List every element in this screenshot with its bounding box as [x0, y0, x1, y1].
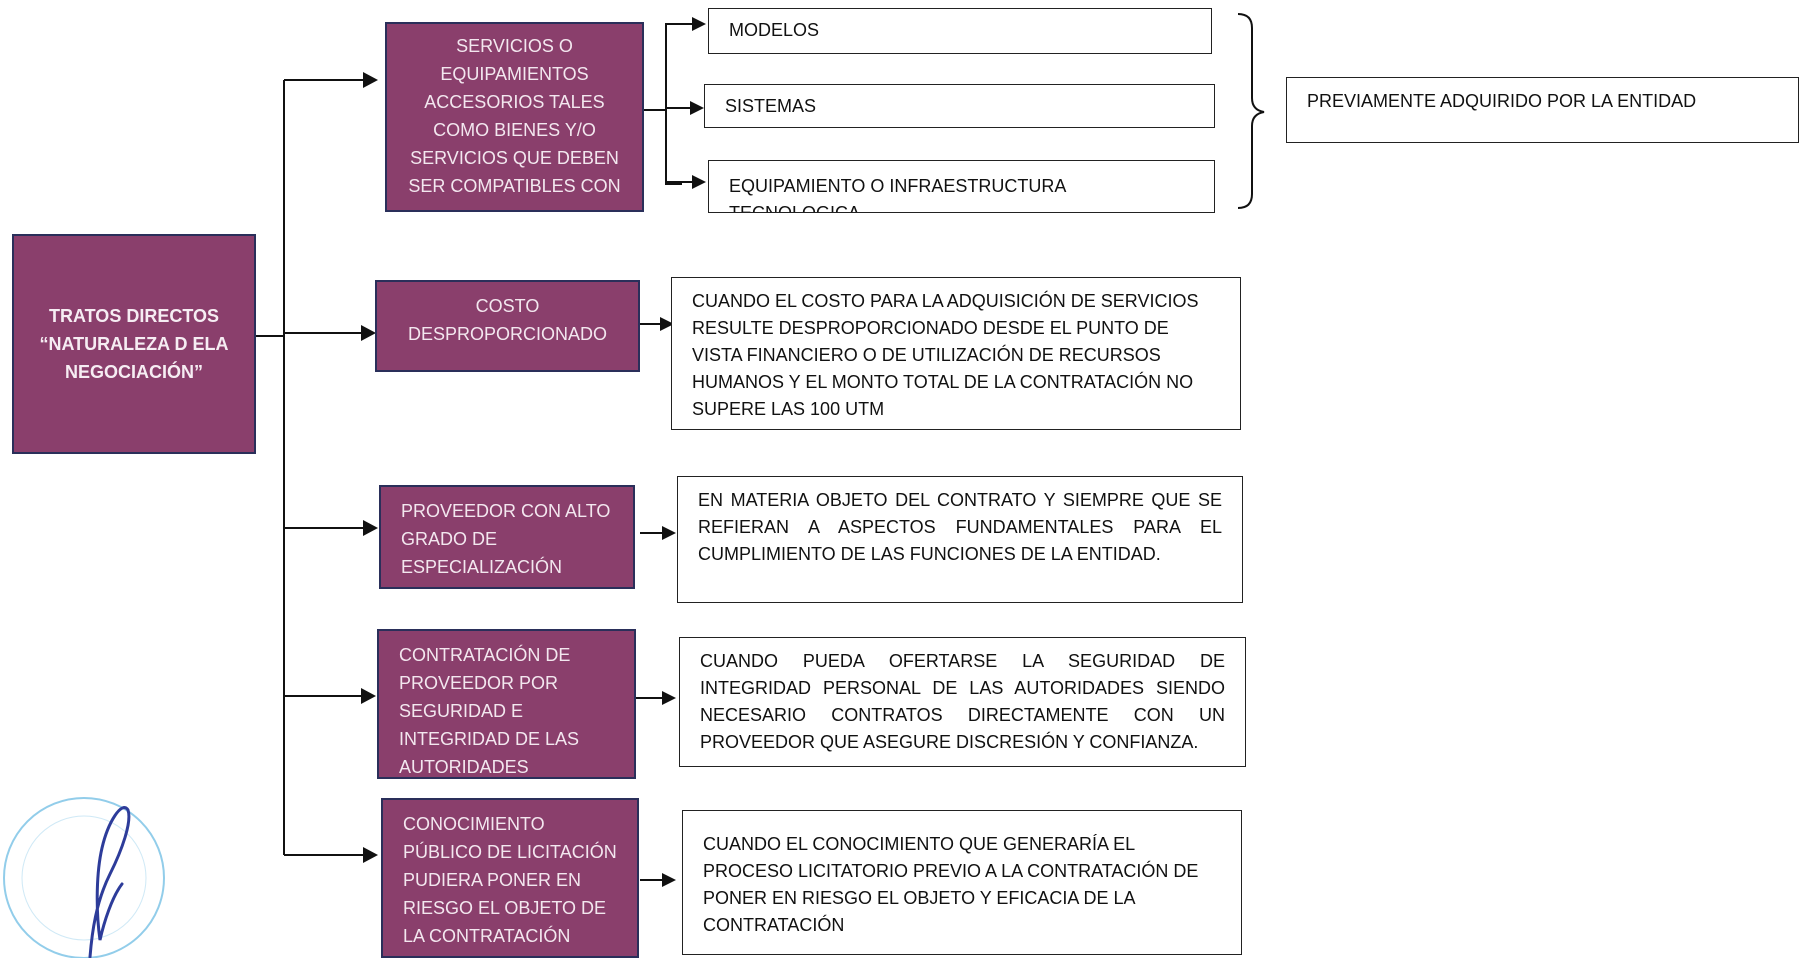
description-box-4: CUANDO EL CONOCIMIENTO QUE GENERARÍA EL …: [682, 810, 1242, 955]
category-node-4: CONTRATACIÓN DE PROVEEDOR POR SEGURIDAD …: [377, 629, 636, 779]
description-box-2: EN MATERIA OBJETO DEL CONTRATO Y SIEMPRE…: [677, 476, 1243, 603]
branch-arrow-2: [361, 325, 376, 341]
description-label-4: CUANDO EL CONOCIMIENTO QUE GENERARÍA EL …: [703, 834, 1199, 935]
subitem-box-3: EQUIPAMIENTO O INFRAESTRUCTURA TECNOLOGI…: [708, 160, 1215, 213]
subitem-bracket: [665, 23, 682, 185]
group-curly-brace: [1237, 13, 1265, 209]
root-node: TRATOS DIRECTOS “NATURALEZA D ELA NEGOCI…: [12, 234, 256, 454]
subitem-label-3: EQUIPAMIENTO O INFRAESTRUCTURA TECNOLOGI…: [729, 176, 1066, 213]
group-note-label: PREVIAMENTE ADQUIRIDO POR LA ENTIDAD: [1307, 91, 1697, 111]
description-label-3: CUANDO PUEDA OFERTARSE LA SEGURIDAD DE I…: [700, 651, 1225, 752]
subitem-arrow-2: [690, 101, 704, 115]
desc-arrow-4: [662, 873, 676, 887]
branch-arrow-5: [363, 847, 378, 863]
description-label-2: EN MATERIA OBJETO DEL CONTRATO Y SIEMPRE…: [698, 490, 1222, 564]
category-node-5: CONOCIMIENTO PÚBLICO DE LICITACIÓN PUDIE…: [381, 798, 639, 958]
category-label-4: CONTRATACIÓN DE PROVEEDOR POR SEGURIDAD …: [399, 645, 580, 777]
desc-arrow-3: [662, 691, 676, 705]
subitem-arrow-3: [692, 175, 706, 189]
category-label-5: CONOCIMIENTO PÚBLICO DE LICITACIÓN PUDIE…: [403, 814, 617, 946]
description-box-1: CUANDO EL COSTO PARA LA ADQUISICIÓN DE S…: [671, 277, 1241, 430]
category-node-2: COSTO DESPROPORCIONADO: [375, 280, 640, 372]
category-node-1: SERVICIOS O EQUIPAMIENTOS ACCESORIOS TAL…: [385, 22, 644, 212]
subitem-label-1: MODELOS: [729, 20, 820, 40]
category-label-2: COSTO DESPROPORCIONADO: [407, 296, 608, 344]
category-node-3: PROVEEDOR CON ALTO GRADO DE ESPECIALIZAC…: [379, 485, 635, 589]
subitem-box-1: MODELOS: [708, 8, 1212, 54]
branch-arrow-3: [363, 520, 378, 536]
desc-arrow-1: [660, 317, 674, 331]
group-note-box: PREVIAMENTE ADQUIRIDO POR LA ENTIDAD: [1286, 77, 1799, 143]
category-label-1: SERVICIOS O EQUIPAMIENTOS ACCESORIOS TAL…: [408, 36, 621, 196]
desc-arrow-2: [662, 526, 676, 540]
subitem-label-2: SISTEMAS: [725, 96, 817, 116]
subitem-arrow-1: [692, 17, 706, 31]
branch-arrow-1: [363, 72, 378, 88]
description-label-1: CUANDO EL COSTO PARA LA ADQUISICIÓN DE S…: [692, 291, 1199, 419]
root-label: TRATOS DIRECTOS “NATURALEZA D ELA NEGOCI…: [39, 306, 229, 382]
signature-icon: [88, 806, 131, 958]
seal-stamp-icon: [3, 797, 165, 958]
category-label-3: PROVEEDOR CON ALTO GRADO DE ESPECIALIZAC…: [401, 501, 611, 577]
branch-arrow-4: [361, 688, 376, 704]
description-box-3: CUANDO PUEDA OFERTARSE LA SEGURIDAD DE I…: [679, 637, 1246, 767]
subitem-box-2: SISTEMAS: [704, 84, 1215, 128]
